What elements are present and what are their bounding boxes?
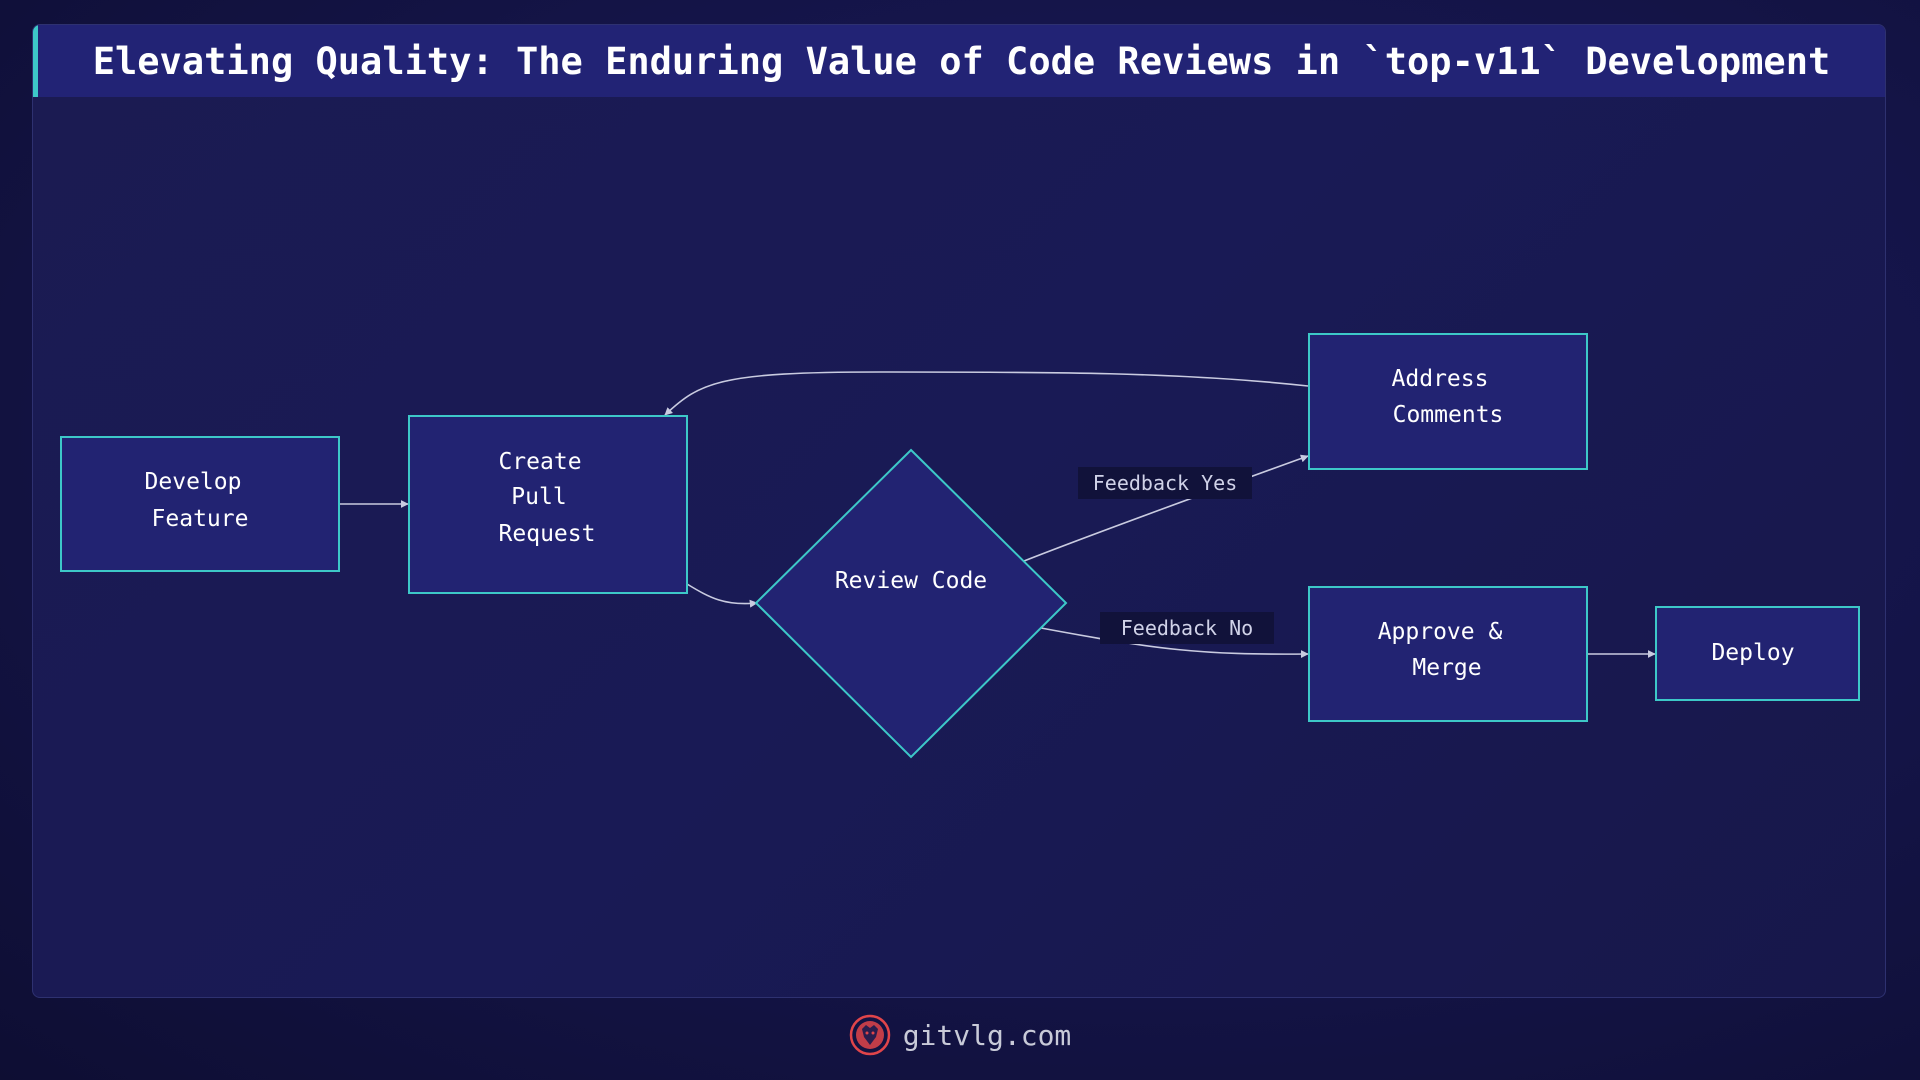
diagram-frame: Elevating Quality: The Enduring Value of… (32, 24, 1886, 998)
node-create-pr-line-1: Create (498, 449, 581, 475)
node-create-pull-request: Create Pull Request (408, 415, 688, 594)
node-approve-merge: Approve & Merge (1308, 586, 1588, 722)
node-deploy: Deploy (1655, 606, 1860, 701)
node-approve-merge-line-2: Merge (1412, 655, 1481, 681)
edge-label-feedback-no-text: Feedback No (1121, 616, 1253, 640)
node-address-comments-line-2: Comments (1393, 402, 1504, 428)
edge-label-feedback-yes: Feedback Yes (1078, 467, 1252, 499)
edge-label-feedback-no: Feedback No (1100, 612, 1274, 644)
footer-site-link[interactable]: gitvlg.com (902, 1018, 1072, 1052)
node-create-pr-line-2: Pull (511, 484, 566, 510)
edge-create-pr-to-review (686, 583, 758, 608)
node-review-code: Review Code (754, 448, 1068, 759)
edge-review-to-address (1023, 454, 1309, 562)
node-develop-feature-line-1: Develop (145, 469, 242, 495)
title-bar: Elevating Quality: The Enduring Value of… (33, 25, 1885, 97)
node-develop-feature-line-2: Feature (152, 506, 249, 532)
node-create-pr-line-3: Request (499, 521, 596, 547)
node-develop-feature: Develop Feature (60, 436, 340, 572)
edges (340, 371, 1656, 659)
node-review-code-label: Review Code (835, 568, 987, 594)
page-title: Elevating Quality: The Enduring Value of… (92, 39, 1831, 83)
edge-label-feedback-yes-text: Feedback Yes (1093, 471, 1238, 495)
node-address-comments: Address Comments (1308, 333, 1588, 470)
node-approve-merge-line-1: Approve & (1378, 619, 1503, 645)
edge-address-to-create-pr (664, 371, 1309, 416)
node-address-comments-line-1: Address (1392, 366, 1489, 392)
edge-review-to-approve (1040, 627, 1309, 659)
node-deploy-label: Deploy (1711, 640, 1794, 666)
footer: gitvlg.com (0, 1010, 1920, 1060)
lion-logo-icon (849, 1014, 890, 1056)
